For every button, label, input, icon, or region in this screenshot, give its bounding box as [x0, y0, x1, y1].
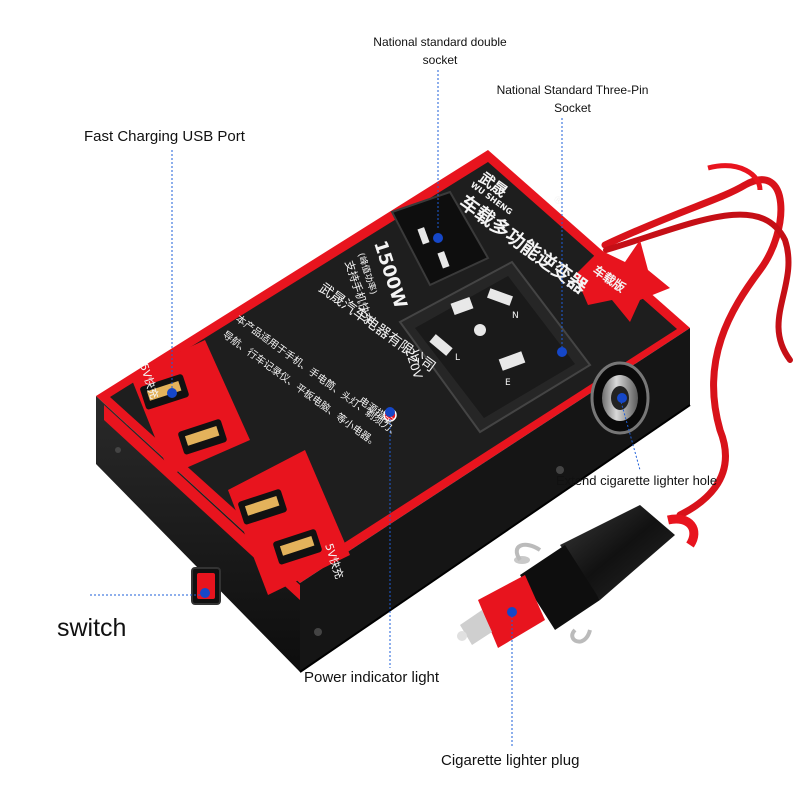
marker-dot	[433, 233, 443, 243]
marker-dot	[385, 407, 395, 417]
label-usb-port: Fast Charging USB Port	[84, 128, 245, 145]
marker-dot	[557, 347, 567, 357]
marker-dot	[167, 388, 177, 398]
label-cigarette-hole: Extend cigarette lighter hole	[556, 473, 718, 488]
socket-mark-n: N	[512, 311, 519, 321]
socket-mark-e: E	[505, 378, 511, 388]
inverter-body	[96, 150, 691, 673]
screw-icon	[115, 447, 121, 453]
usb-port-group-top	[130, 340, 250, 475]
callout-lines	[90, 70, 641, 748]
power-cable	[601, 163, 793, 519]
screw-icon	[556, 466, 564, 474]
label-power-indicator: Power indicator light	[304, 669, 440, 686]
screw-icon	[314, 628, 322, 636]
label-switch: switch	[57, 614, 127, 642]
label-three-pin-socket: National Standard Three-Pin Socket	[496, 83, 649, 115]
usb-port-group-bottom	[228, 450, 350, 595]
callout-markers	[167, 233, 627, 617]
label-cigarette-plug: Cigarette lighter plug	[441, 752, 580, 769]
label-double-socket: National standard double socket	[373, 35, 507, 67]
marker-dot	[507, 607, 517, 617]
rocker-switch[interactable]	[191, 567, 221, 605]
marker-dot	[617, 393, 627, 403]
three-pin-socket[interactable]: N L E	[398, 260, 592, 434]
edition-badge: 车载版	[575, 240, 670, 322]
marker-dot	[200, 588, 210, 598]
registered-mark: ®	[550, 194, 565, 209]
socket-mark-l: L	[455, 353, 460, 363]
